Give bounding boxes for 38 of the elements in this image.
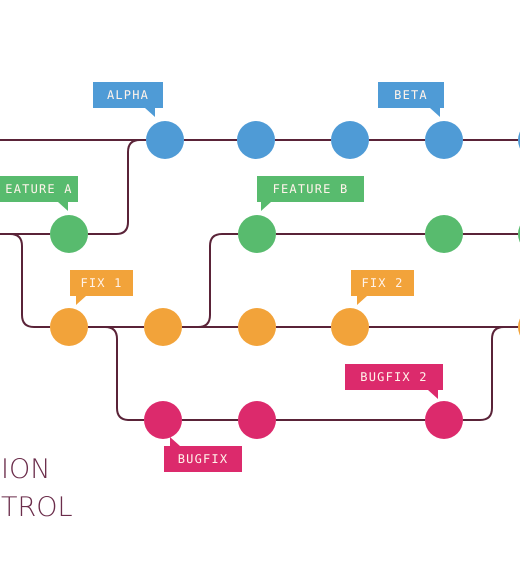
commit-circle (238, 308, 276, 346)
commit-circle (238, 215, 276, 253)
title-text: ION (1, 454, 50, 486)
commit-circle (331, 121, 369, 159)
branch-line (275, 139, 331, 141)
commit-circle (146, 121, 184, 159)
commit-circle (425, 401, 463, 439)
branch-line (182, 419, 238, 421)
commit-circle (331, 308, 369, 346)
commit-circle (144, 308, 182, 346)
commit-circle (50, 215, 88, 253)
tag-label: BUGFIX 2 (345, 364, 443, 399)
tag-label: ALPHA (93, 82, 163, 117)
commit-circle (238, 401, 276, 439)
tag-label: FEATURE B (257, 176, 364, 211)
tag-label: BETA (378, 82, 444, 117)
branch-line (276, 233, 425, 235)
branch-line (463, 326, 518, 421)
branch-line (0, 233, 50, 328)
commit-circle (50, 308, 88, 346)
tag-label: FIX 2 (351, 270, 414, 305)
branch-line (88, 326, 144, 421)
commit-circle (237, 121, 275, 159)
branch-line (184, 139, 237, 141)
branch-line (369, 139, 425, 141)
branch-line (182, 233, 238, 328)
branch-line (276, 326, 331, 328)
commit-circle (144, 401, 182, 439)
commit-circle (425, 121, 463, 159)
branch-line (276, 419, 425, 421)
commit-circle (425, 215, 463, 253)
branch-line (463, 233, 518, 235)
branch-line (88, 139, 146, 235)
tag-label: EATURE A (0, 176, 78, 211)
tag-label: FIX 1 (70, 270, 133, 305)
tag-label: BUGFIX (164, 437, 242, 472)
branch-line (463, 139, 518, 141)
title-text: TROL (1, 492, 73, 524)
